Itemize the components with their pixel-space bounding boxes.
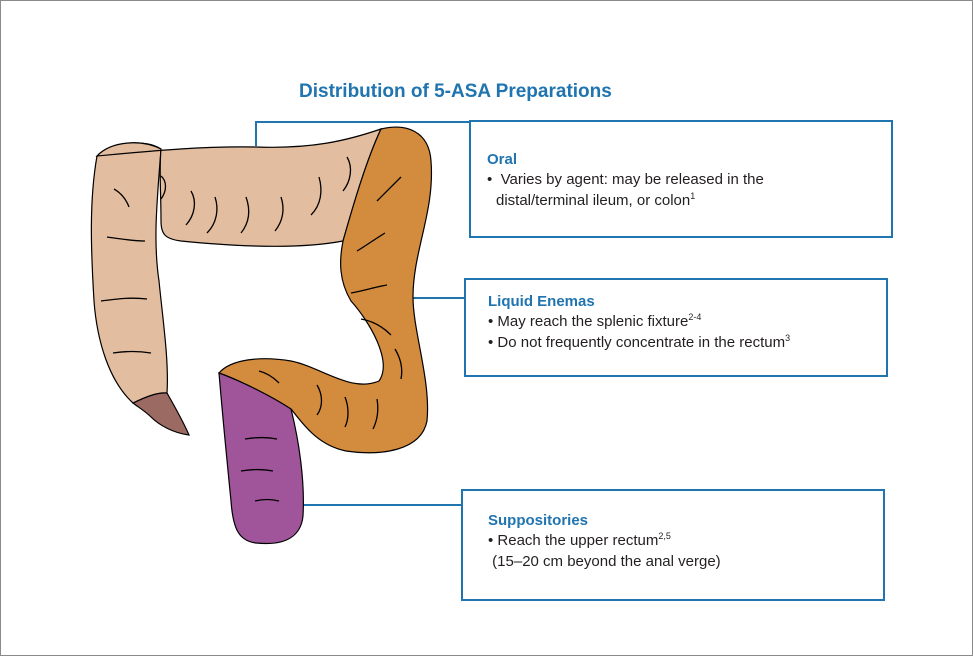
suppositories-line-1: • Reach the upper rectum2,5 [488,530,883,551]
enemas-line-2: • Do not frequently concentrate in the r… [488,332,886,353]
oral-bullet: • [487,171,492,188]
oral-ref: 1 [690,191,695,201]
suppositories-callout-box: Suppositories • Reach the upper rectum2,… [461,489,885,601]
enemas-heading: Liquid Enemas [488,292,886,311]
oral-line-1: • Varies by agent: may be released in th… [487,169,891,190]
oral-text-2: distal/terminal ileum, or colon [496,192,690,209]
suppositories-heading: Suppositories [488,511,883,530]
ascending-colon-oral [91,143,167,403]
enemas-ref-1: 2-4 [688,312,701,322]
suppositories-line-2: (15–20 cm beyond the anal verge) [488,551,883,572]
suppositories-ref-1: 2,5 [658,531,671,541]
oral-heading: Oral [487,150,891,169]
oral-callout-box: Oral • Varies by agent: may be released … [469,120,893,238]
enemas-text-2: • Do not frequently concentrate in the r… [488,334,785,351]
oral-text-1: Varies by agent: may be released in the [501,171,764,188]
suppositories-text-2: (15–20 cm beyond the anal verge) [492,553,720,570]
enemas-ref-2: 3 [785,333,790,343]
oral-line-2: distal/terminal ileum, or colon1 [487,190,891,211]
enemas-callout-box: Liquid Enemas • May reach the splenic fi… [464,278,888,377]
enemas-line-1: • May reach the splenic fixture2-4 [488,311,886,332]
enemas-text-1: • May reach the splenic fixture [488,313,688,330]
suppositories-text-1: • Reach the upper rectum [488,532,658,549]
